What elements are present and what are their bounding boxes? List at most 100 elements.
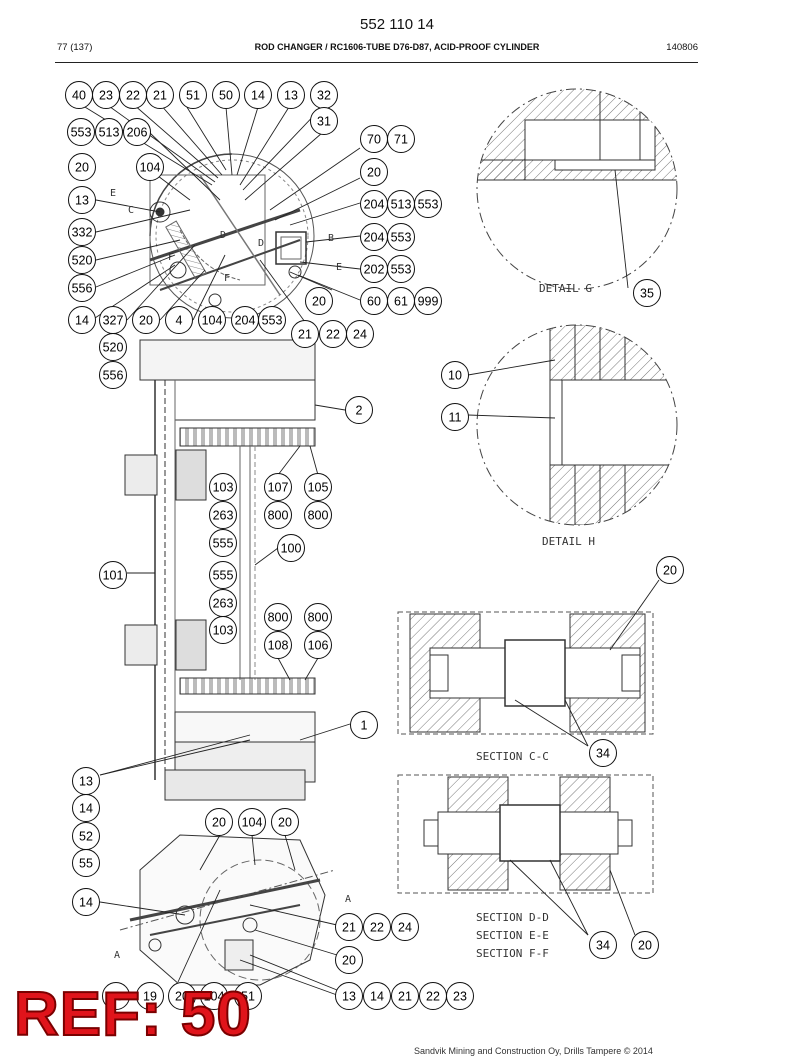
- callout-label: 13: [79, 775, 93, 789]
- callout-555: 555: [209, 561, 237, 589]
- callout-553: 553: [387, 223, 415, 251]
- callout-800: 800: [264, 603, 292, 631]
- callout-14: 14: [72, 794, 100, 822]
- view-letter-f-2: F: [224, 273, 230, 284]
- callout-40: 40: [102, 982, 130, 1010]
- callout-label: 106: [308, 639, 329, 653]
- callout-label: 555: [213, 569, 234, 583]
- callout-103: 103: [209, 473, 237, 501]
- callout-800: 800: [264, 501, 292, 529]
- callout-20: 20: [205, 808, 233, 836]
- callout-label: 513: [391, 198, 412, 212]
- callout-label: 204: [364, 198, 385, 212]
- callout-label: 204: [364, 231, 385, 245]
- callout-553: 553: [414, 190, 442, 218]
- callout-1: 1: [350, 711, 378, 739]
- callout-label: 22: [326, 328, 340, 342]
- callout-label: 263: [213, 597, 234, 611]
- detail-h-label: DETAIL H: [542, 535, 595, 548]
- callout-13: 13: [277, 81, 305, 109]
- ref-stamp: REF: 50: [13, 980, 252, 1049]
- callout-332: 332: [68, 218, 96, 246]
- callout-label: 204: [235, 314, 256, 328]
- callout-label: 327: [103, 314, 124, 328]
- callout-20: 20: [168, 982, 196, 1010]
- callout-label: 14: [370, 990, 384, 1004]
- callout-label: 800: [268, 509, 289, 523]
- view-letter-d-2: D: [258, 238, 264, 249]
- callout-label: 20: [278, 816, 292, 830]
- callout-101: 101: [99, 561, 127, 589]
- callout-513: 513: [95, 118, 123, 146]
- callout-label: 22: [426, 990, 440, 1004]
- callout-51: 51: [179, 81, 207, 109]
- callout-263: 263: [209, 589, 237, 617]
- view-letter-c: C: [128, 205, 134, 216]
- callout-104: 104: [136, 153, 164, 181]
- document-number: 552 110 14: [360, 16, 434, 33]
- bottom-assembly-view: [119, 834, 336, 986]
- section-def-view: SECTION D-D SECTION E-E SECTION F-F: [397, 774, 654, 960]
- callout-104: 104: [198, 306, 226, 334]
- callout-label: 40: [72, 89, 86, 103]
- section-cc-view: SECTION C-C: [397, 611, 654, 763]
- callout-14: 14: [244, 81, 272, 109]
- callout-13: 13: [335, 982, 363, 1010]
- callout-label: 20: [342, 954, 356, 968]
- callout-70: 70: [360, 125, 388, 153]
- callout-label: 332: [72, 226, 93, 240]
- callout-556: 556: [68, 274, 96, 302]
- callout-label: 13: [284, 89, 298, 103]
- callout-520: 520: [68, 246, 96, 274]
- callout-label: 20: [75, 161, 89, 175]
- footer-copyright: Sandvik Mining and Construction Oy, Dril…: [414, 1046, 653, 1056]
- callout-label: 105: [308, 481, 329, 495]
- callout-label: 20: [663, 564, 677, 578]
- callout-71: 71: [387, 125, 415, 153]
- section-ff-label: SECTION F-F: [476, 947, 549, 960]
- callout-label: 101: [103, 569, 124, 583]
- callout-23: 23: [446, 982, 474, 1010]
- callout-23: 23: [92, 81, 120, 109]
- detail-h-view: DETAIL H: [476, 324, 678, 548]
- view-letter-d: D: [220, 230, 226, 241]
- callout-11: 11: [441, 403, 469, 431]
- callout-34: 34: [589, 931, 617, 959]
- callout-106: 106: [304, 631, 332, 659]
- callout-108: 108: [264, 631, 292, 659]
- callout-label: 19: [143, 990, 157, 1004]
- callout-label: 800: [308, 611, 329, 625]
- callout-label: 556: [103, 369, 124, 383]
- callout-label: 61: [394, 295, 408, 309]
- callout-800: 800: [304, 501, 332, 529]
- detail-g-label: DETAIL G: [539, 282, 592, 295]
- callout-32: 32: [310, 81, 338, 109]
- callout-label: 263: [213, 509, 234, 523]
- callout-13: 13: [72, 767, 100, 795]
- callout-label: 11: [449, 411, 462, 425]
- callout-label: 104: [204, 990, 225, 1004]
- callout-label: 24: [398, 921, 412, 935]
- callout-21: 21: [146, 81, 174, 109]
- callout-21: 21: [291, 320, 319, 348]
- header-rule: [55, 62, 698, 63]
- callout-21: 21: [335, 913, 363, 941]
- callout-label: 553: [71, 126, 92, 140]
- callout-label: 2: [356, 404, 363, 418]
- callout-label: 555: [213, 537, 234, 551]
- callout-55: 55: [72, 849, 100, 877]
- callout-label: 70: [367, 133, 381, 147]
- callout-label: 999: [418, 295, 439, 309]
- callout-label: 553: [391, 231, 412, 245]
- callout-label: 24: [353, 328, 367, 342]
- callout-label: 23: [453, 990, 467, 1004]
- callout-label: 103: [213, 624, 234, 638]
- callout-50: 50: [212, 81, 240, 109]
- callout-label: 21: [153, 89, 167, 103]
- callout-513: 513: [387, 190, 415, 218]
- callout-35: 35: [633, 279, 661, 307]
- page-indicator: 77 (137): [57, 42, 93, 53]
- callout-51: 51: [234, 982, 262, 1010]
- callout-label: 513: [99, 126, 120, 140]
- section-dd-label: SECTION D-D: [476, 911, 549, 924]
